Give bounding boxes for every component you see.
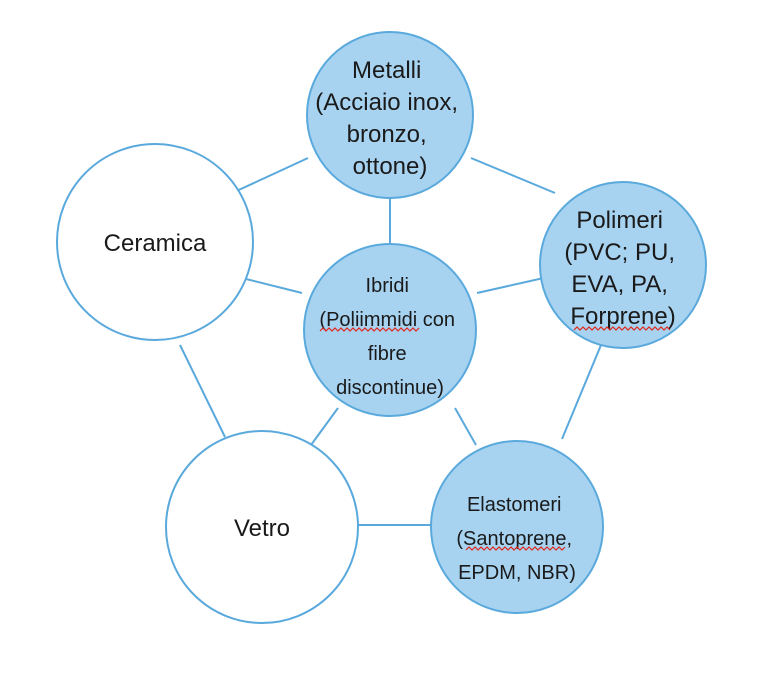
node-ceramica-line-1: Ceramica: [104, 230, 207, 257]
node-ibridi-line-4: discontinue): [336, 377, 444, 399]
node-polimeri-circle: [539, 181, 707, 349]
node-polimeri: Polimeri (PVC; PU, EVA, PA, Forprene): [539, 181, 707, 349]
edge-polimeri-elastomeri: [561, 344, 602, 440]
edge-polimeri-ibridi: [476, 276, 549, 294]
node-polimeri-line-4: Forprene): [570, 303, 675, 330]
node-ceramica-label: Ceramica: [104, 230, 207, 257]
node-elastomeri-line-1: Elastomeri: [467, 494, 561, 516]
node-ibridi-line-3: fibre: [368, 343, 407, 365]
node-metalli: Metalli (Acciaio inox, bronzo, ottone): [306, 31, 474, 199]
node-metalli-line-3: bronzo,: [347, 121, 427, 148]
spellcheck-underline-santoprene: [465, 546, 566, 551]
connectors: [179, 157, 602, 526]
edge-ceramica-ibridi: [241, 277, 303, 294]
node-metalli-label: Metalli (Acciaio inox, bronzo, ottone): [315, 57, 464, 180]
node-metalli-line-1: Metalli: [352, 57, 421, 84]
node-elastomeri-circle: [430, 440, 604, 614]
node-elastomeri: Elastomeri (Santoprene, EPDM, NBR): [430, 440, 604, 614]
node-ibridi-label: Ibridi (Poliimmidi con fibre discontinue…: [319, 275, 460, 399]
edge-ibridi-vetro: [310, 407, 339, 446]
node-metalli-circle: [306, 31, 474, 199]
edge-metalli-polimeri: [470, 157, 556, 194]
node-metalli-line-2: (Acciaio inox,: [315, 89, 458, 116]
node-elastomeri-label: Elastomeri (Santoprene, EPDM, NBR): [456, 494, 577, 584]
node-vetro: Vetro: [165, 430, 359, 624]
edge-ceramica-vetro: [179, 344, 226, 438]
node-polimeri-line-2: (PVC; PU,: [564, 239, 675, 266]
node-ibridi-line-2: (Poliimmidi con: [319, 309, 455, 331]
node-metalli-line-4: ottone): [353, 153, 428, 180]
spellcheck-underline-forprene: [573, 326, 671, 331]
node-vetro-circle: [165, 430, 359, 624]
node-elastomeri-line-3: EPDM, NBR): [458, 562, 576, 584]
node-ibridi-circle: [303, 243, 477, 417]
node-ibridi-line-1: Ibridi: [366, 275, 409, 297]
edge-metalli-ceramica: [229, 157, 309, 195]
node-ibridi: Ibridi (Poliimmidi con fibre discontinue…: [303, 243, 477, 417]
node-polimeri-line-3: EVA, PA,: [571, 271, 667, 298]
node-vetro-line-1: Vetro: [234, 515, 290, 542]
spellcheck-underline-poliimmidi: [319, 327, 420, 332]
node-ceramica-circle: [56, 143, 254, 341]
node-polimeri-label: Polimeri (PVC; PU, EVA, PA, Forprene): [564, 207, 681, 330]
node-elastomeri-line-2: (Santoprene,: [456, 528, 572, 550]
edge-ibridi-elastomeri: [454, 407, 477, 446]
node-polimeri-line-1: Polimeri: [576, 207, 663, 234]
node-ceramica: Ceramica: [56, 143, 254, 341]
node-vetro-label: Vetro: [234, 515, 290, 542]
